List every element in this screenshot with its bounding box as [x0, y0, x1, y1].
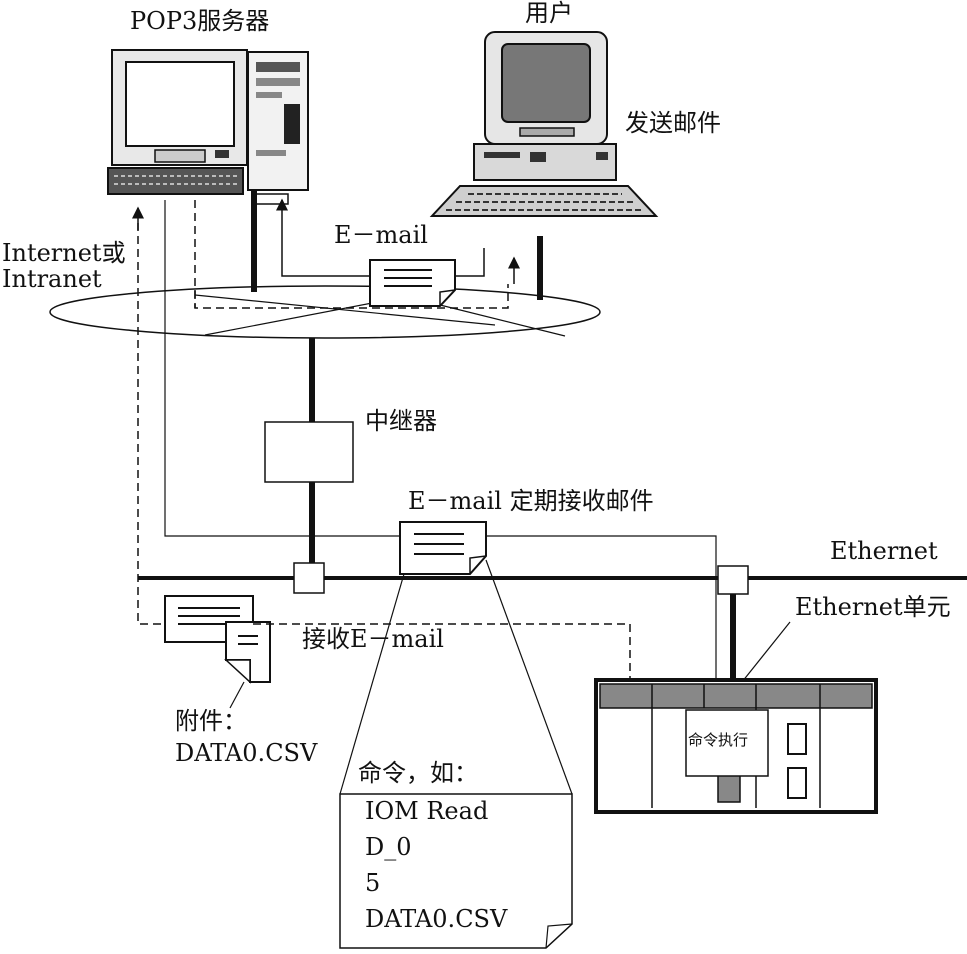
attachment-label-2: DATA0.CSV [175, 739, 318, 767]
plc-rack [594, 678, 878, 814]
internet-label-1: Internet或 [2, 239, 126, 267]
email-periodic-label: E－mail 定期接收邮件 [408, 487, 654, 515]
pop3-server-computer-icon [107, 49, 309, 205]
network-cloud [49, 285, 601, 339]
repeater-label: 中继器 [365, 407, 437, 435]
command-exec-box [685, 709, 769, 777]
attachment-label-1: 附件： [175, 707, 247, 735]
command-callout-box [339, 793, 573, 949]
ethernet-unit-connector [717, 565, 749, 595]
internet-label-2: Intranet [2, 265, 102, 293]
email-top-label: E－mail [334, 221, 428, 249]
send-mail-label: 发送邮件 [625, 109, 721, 137]
user-label: 用户 [525, 0, 573, 27]
email-envelope-icon [369, 259, 456, 307]
repeater-box [264, 421, 354, 483]
command-line: 5 [365, 869, 381, 897]
user-computer-icon [429, 31, 659, 217]
ethernet-unit-label: Ethernet单元 [795, 593, 951, 621]
periodic-email-envelope-icon [399, 521, 487, 575]
command-line: IOM Read [365, 797, 489, 825]
command-exec-label: 命令执行 [688, 731, 749, 749]
command-example-label: 命令，如： [358, 759, 478, 787]
command-line: DATA0.CSV [365, 905, 508, 933]
receive-email-label: 接收E－mail [302, 625, 444, 653]
attachment-file-icon [224, 621, 271, 684]
command-line: D_0 [365, 833, 412, 861]
pop3-server-label: POP3服务器 [130, 7, 270, 35]
ethernet-label: Ethernet [830, 537, 938, 565]
bus-connector [293, 562, 325, 594]
